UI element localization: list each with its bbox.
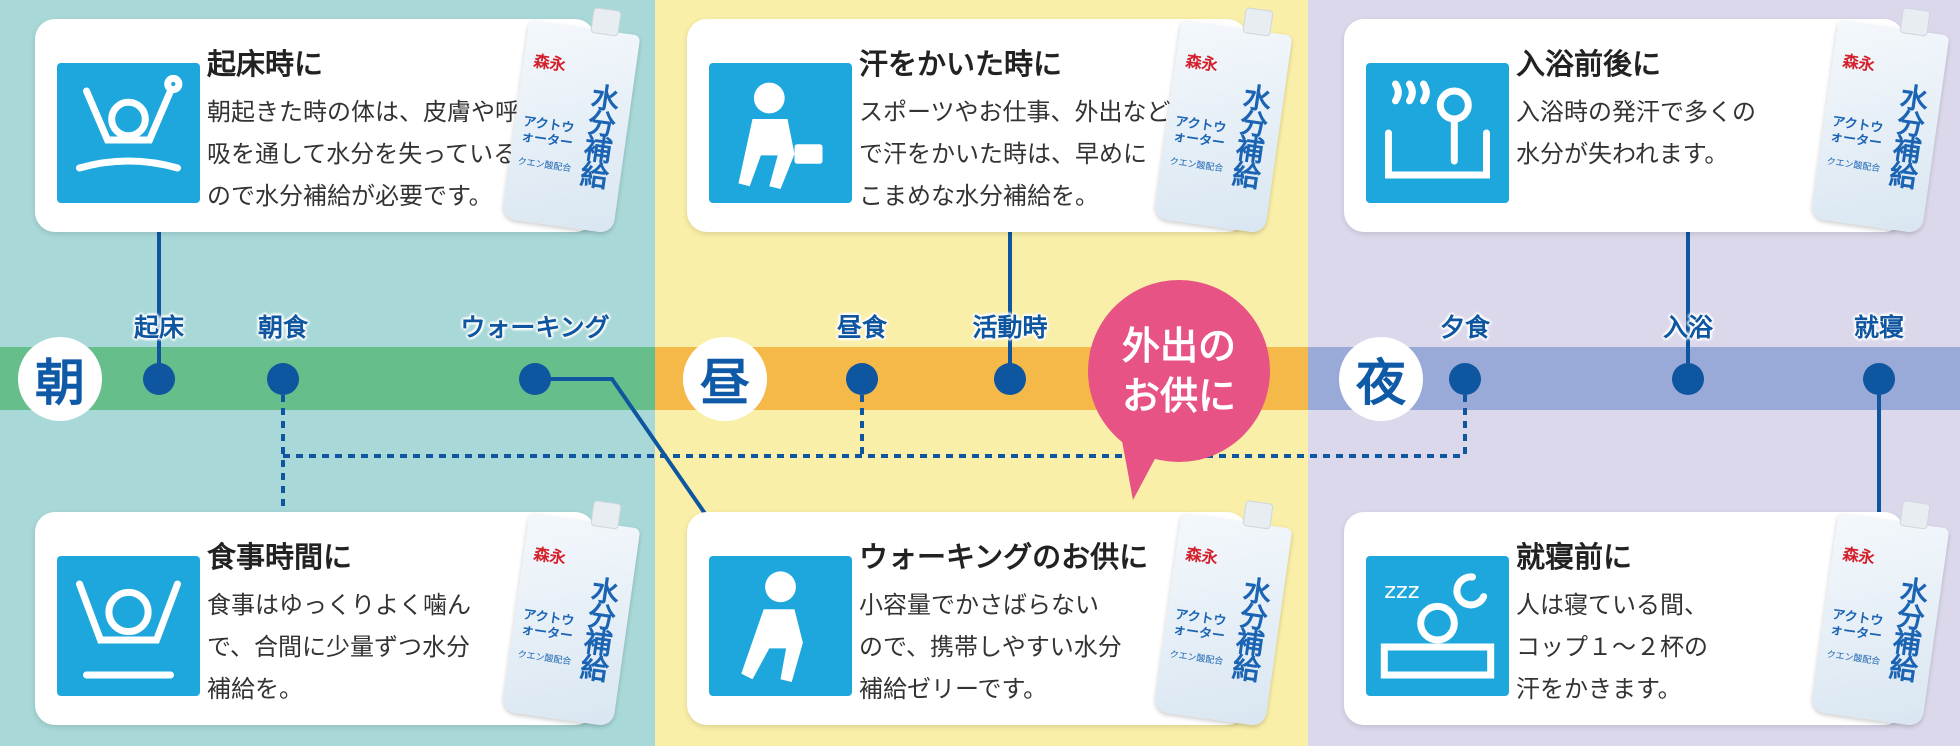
card-wake: 起床時に 朝起きた時の体は、皮膚や呼 吸を通して水分を失っている ので水分補給が… <box>35 7 641 234</box>
timeline-label: 起床 <box>133 313 185 342</box>
wake-up-icon <box>57 63 200 203</box>
walking-icon <box>709 556 852 696</box>
timeline-label: 就寝 <box>1853 313 1905 342</box>
card-title: 起床時に <box>207 47 324 81</box>
card-body: 人は寝ている間、 コップ１〜２杯の 汗をかきます。 <box>1516 591 1708 703</box>
card-title: 入浴前後に <box>1516 47 1662 81</box>
brand-logo: 森永 <box>1841 51 1876 75</box>
product-name: アクトウォーター <box>1172 607 1228 645</box>
product-details: クエン酸配合 <box>1825 649 1881 668</box>
meal-icon <box>57 556 200 696</box>
timeline-label: ウォーキング <box>460 313 610 342</box>
product-details: クエン酸配合 <box>516 649 572 668</box>
product-details: クエン酸配合 <box>1825 156 1881 175</box>
timeline-dot-wake <box>143 363 175 395</box>
card-body: 小容量でかさばらない ので、携帯しやすい水分 補給ゼリーです。 <box>859 591 1122 703</box>
card-bath: 入浴前後に 入浴時の発汗で多くの 水分が失われます。 森永アクトウォータークエン… <box>1344 7 1950 234</box>
card-meal: 食事時間に 食事はゆっくりよく噛ん で、合間に少量ずつ水分 補給を。 森永アクト… <box>35 500 641 727</box>
timeline-dot-bath <box>1672 363 1704 395</box>
timeline-label: 朝食 <box>257 313 309 342</box>
brand-logo: 森永 <box>532 544 567 568</box>
product-name: アクトウォーター <box>1829 114 1885 152</box>
brand-logo: 森永 <box>1184 51 1219 75</box>
timeline-label: 活動時 <box>972 313 1048 342</box>
product-main: 水分補給 <box>575 574 623 682</box>
product-main: 水分補給 <box>1227 574 1275 682</box>
svg-text:zzz: zzz <box>1384 578 1419 604</box>
product-name: アクトウォーター <box>1172 114 1228 152</box>
timeline-dot-breakfast <box>267 363 299 395</box>
timeline-dot-sleep <box>1863 363 1895 395</box>
product-details: クエン酸配合 <box>1168 156 1224 175</box>
product-name: アクトウォーター <box>520 114 576 152</box>
timeline-dot-dinner <box>1449 363 1481 395</box>
product-main: 水分補給 <box>1884 574 1932 682</box>
product-details: クエン酸配合 <box>516 156 572 175</box>
product-main: 水分補給 <box>1884 81 1932 189</box>
brand-logo: 森永 <box>1841 544 1876 568</box>
card-sweat: 汗をかいた時に スポーツやお仕事、外出など で汗をかいた時は、早めに こまめな水… <box>687 7 1293 234</box>
period-noon: 昼 <box>683 337 767 421</box>
card-body: 食事はゆっくりよく噛ん で、合間に少量ずつ水分 補給を。 <box>207 591 471 703</box>
timeline-dot-walking <box>519 363 551 395</box>
timeline-label: 夕食 <box>1439 313 1491 342</box>
bath-icon <box>1366 63 1509 203</box>
period-night: 夜 <box>1339 337 1423 421</box>
product-details: クエン酸配合 <box>1168 649 1224 668</box>
outing-bubble: 外出の お供に <box>1088 280 1270 462</box>
card-body: スポーツやお仕事、外出など で汗をかいた時は、早めに こまめな水分補給を。 <box>859 98 1171 210</box>
card-title: 食事時間に <box>207 540 353 574</box>
card-title: 汗をかいた時に <box>859 47 1063 81</box>
timeline-dot-lunch <box>846 363 878 395</box>
card-walking: ウォーキングのお供に 小容量でかさばらない ので、携帯しやすい水分 補給ゼリーで… <box>687 500 1293 727</box>
timeline-dot-activity <box>994 363 1026 395</box>
card-sleep: zzz 就寝前に 人は寝ている間、 コップ１〜２杯の 汗をかきます。 森永アクト… <box>1344 500 1950 727</box>
card-title: 就寝前に <box>1516 540 1633 574</box>
card-body: 朝起きた時の体は、皮膚や呼 吸を通して水分を失っている ので水分補給が必要です。 <box>207 98 519 210</box>
sleep-icon: zzz <box>1366 556 1509 696</box>
timeline-label: 入浴 <box>1662 313 1714 342</box>
product-name: アクトウォーター <box>1829 607 1885 645</box>
period-morning: 朝 <box>18 337 102 421</box>
brand-logo: 森永 <box>532 51 567 75</box>
card-title: ウォーキングのお供に <box>859 540 1149 574</box>
timeline-label: 昼食 <box>836 313 888 342</box>
product-main: 水分補給 <box>1227 81 1275 189</box>
product-main: 水分補給 <box>575 81 623 189</box>
brand-logo: 森永 <box>1184 544 1219 568</box>
sweat-icon <box>709 63 852 203</box>
product-name: アクトウォーター <box>520 607 576 645</box>
card-body: 入浴時の発汗で多くの 水分が失われます。 <box>1516 98 1756 168</box>
